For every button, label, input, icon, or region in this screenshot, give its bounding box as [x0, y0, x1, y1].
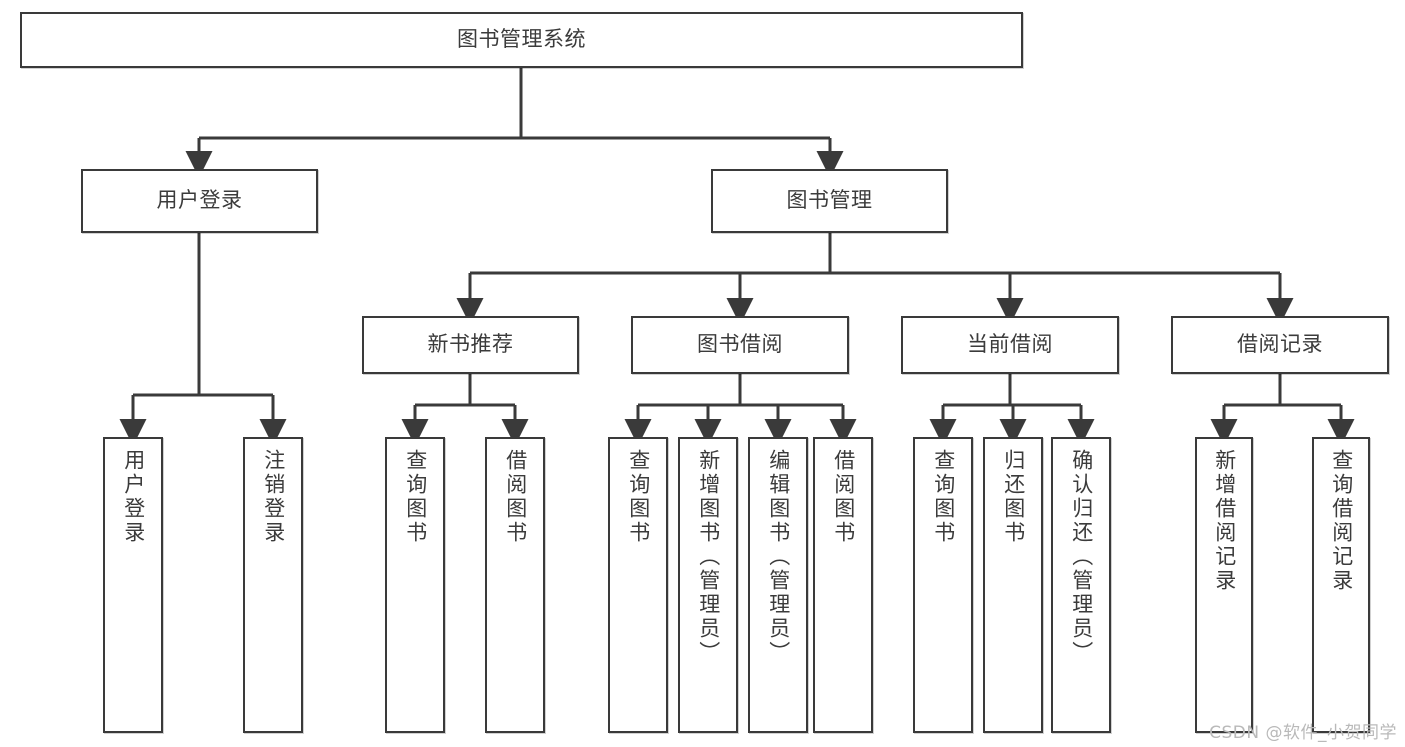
node-leaf-rec-add[interactable]: 新增借阅记录	[1195, 437, 1253, 733]
edge-userlogin-to-leaves	[119, 233, 287, 446]
node-label-new-book-rec: 新书推荐	[427, 332, 514, 357]
node-leaf-borrow-query[interactable]: 查询图书	[608, 437, 668, 733]
node-current-borrow[interactable]: 当前借阅	[901, 316, 1119, 374]
node-new-book-rec[interactable]: 新书推荐	[362, 316, 579, 374]
edge-newbookrec-to-leaves	[401, 374, 529, 446]
node-leaf-borrow-add[interactable]: 新增图书（管理员）	[678, 437, 738, 733]
node-label-leaf-cur-return: 归还图书	[1001, 449, 1026, 545]
node-label-user-login: 用户登录	[156, 188, 243, 213]
node-leaf-user-login[interactable]: 用户登录	[103, 437, 163, 733]
node-label-leaf-rec-add: 新增借阅记录	[1212, 449, 1237, 593]
node-label-leaf-cur-confirm: 确认归还（管理员）	[1069, 449, 1094, 665]
node-leaf-borrow-do[interactable]: 借阅图书	[813, 437, 873, 733]
node-label-leaf-borrow-query: 查询图书	[626, 449, 651, 545]
node-leaf-cur-return[interactable]: 归还图书	[983, 437, 1043, 733]
edge-root-to-level2	[185, 68, 844, 178]
node-leaf-rec-query[interactable]: 查询图书	[385, 437, 445, 733]
edge-bookmanage-to-level3	[456, 233, 1294, 325]
node-leaf-borrow-edit[interactable]: 编辑图书（管理员）	[748, 437, 808, 733]
node-leaf-cur-confirm[interactable]: 确认归还（管理员）	[1051, 437, 1111, 733]
node-root[interactable]: 图书管理系统	[20, 12, 1023, 68]
node-label-leaf-rec-search: 查询借阅记录	[1329, 449, 1354, 593]
csdn-watermark: CSDN @软件_小贺同学	[1209, 723, 1397, 743]
node-book-borrow[interactable]: 图书借阅	[631, 316, 849, 374]
edge-currentborrow-to-leaves	[929, 374, 1095, 446]
node-leaf-cur-query[interactable]: 查询图书	[913, 437, 973, 733]
node-label-leaf-user-logout: 注销登录	[261, 449, 286, 545]
node-label-leaf-borrow-edit: 编辑图书（管理员）	[766, 449, 791, 665]
node-label-leaf-cur-query: 查询图书	[931, 449, 956, 545]
node-label-leaf-user-login: 用户登录	[121, 449, 146, 545]
node-label-leaf-rec-query: 查询图书	[403, 449, 428, 545]
node-label-leaf-rec-borrow: 借阅图书	[503, 449, 528, 545]
node-label-book-manage: 图书管理	[786, 188, 873, 213]
node-leaf-rec-search[interactable]: 查询借阅记录	[1312, 437, 1370, 733]
node-label-book-borrow: 图书借阅	[697, 332, 783, 357]
node-label-current-borrow: 当前借阅	[967, 332, 1053, 357]
node-label-leaf-borrow-do: 借阅图书	[831, 449, 856, 545]
edge-borrowrecord-to-leaves	[1210, 374, 1355, 446]
node-label-root: 图书管理系统	[457, 27, 586, 52]
node-leaf-rec-borrow[interactable]: 借阅图书	[485, 437, 545, 733]
node-book-manage[interactable]: 图书管理	[711, 169, 948, 233]
node-user-login[interactable]: 用户登录	[81, 169, 318, 233]
node-leaf-user-logout[interactable]: 注销登录	[243, 437, 303, 733]
node-label-leaf-borrow-add: 新增图书（管理员）	[696, 449, 721, 665]
edge-bookborrow-to-leaves	[624, 374, 857, 446]
node-label-borrow-record: 借阅记录	[1237, 332, 1323, 357]
node-borrow-record[interactable]: 借阅记录	[1171, 316, 1389, 374]
